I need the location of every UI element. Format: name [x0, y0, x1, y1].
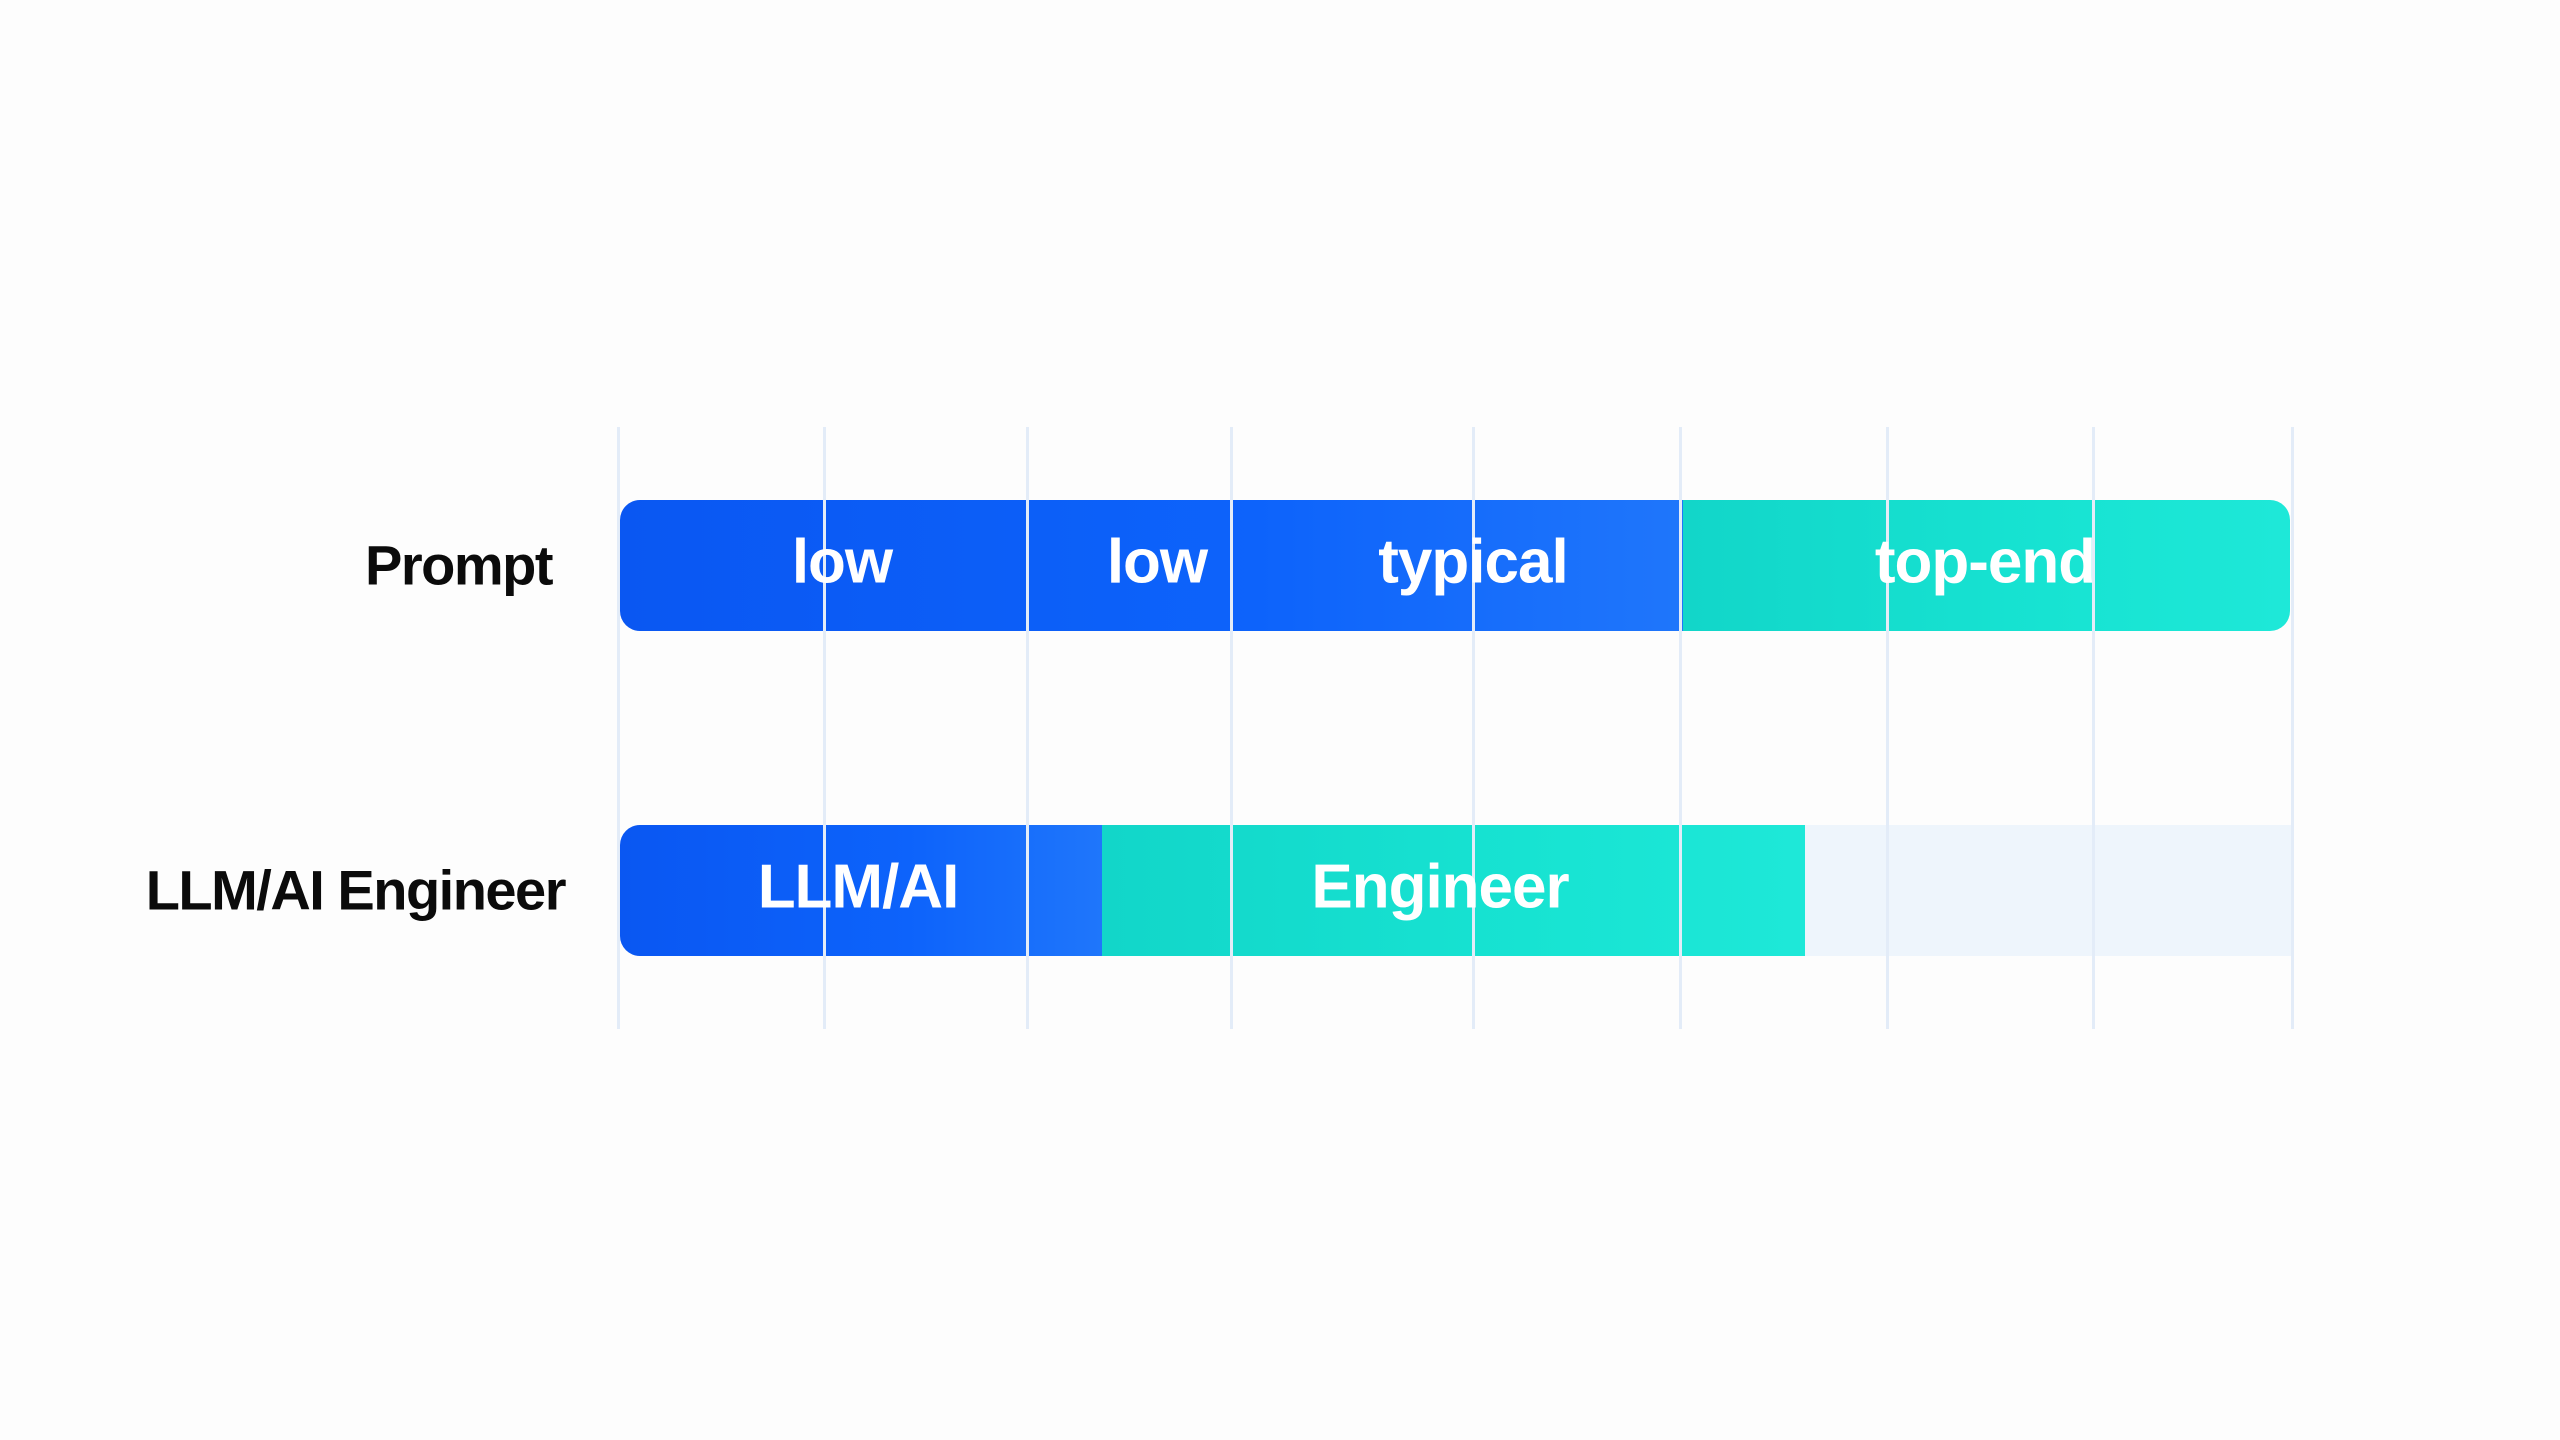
- bar-prompt: [620, 500, 2290, 631]
- gridline: [1026, 427, 1029, 1029]
- gridline: [1472, 427, 1475, 1029]
- row-label-llm-ai-engineer: LLM/AI Engineer: [145, 858, 567, 922]
- segment-empty-track: [1805, 825, 2292, 956]
- segment-label-top-end: top-end: [1874, 527, 2096, 597]
- gridline: [2291, 427, 2294, 1029]
- segment-blue: [620, 825, 1102, 956]
- row-label-prompt: Prompt: [365, 533, 554, 597]
- segment-label-typical: typical: [1378, 527, 1568, 597]
- segment-label-low-2: low: [1106, 527, 1208, 597]
- segment-blue: [620, 500, 1683, 631]
- gridline: [1886, 427, 1889, 1029]
- gridline: [1679, 427, 1682, 1029]
- gridline: [2092, 427, 2095, 1029]
- segment-teal: [1683, 500, 2290, 631]
- segment-teal: [1102, 825, 1805, 956]
- segment-label-low-1: low: [791, 527, 893, 597]
- gridline: [617, 427, 620, 1029]
- segment-label-llm-ai: LLM/AI: [757, 852, 960, 922]
- gridline: [823, 427, 826, 1029]
- gridline: [1230, 427, 1233, 1029]
- segment-label-engineer: Engineer: [1311, 852, 1569, 922]
